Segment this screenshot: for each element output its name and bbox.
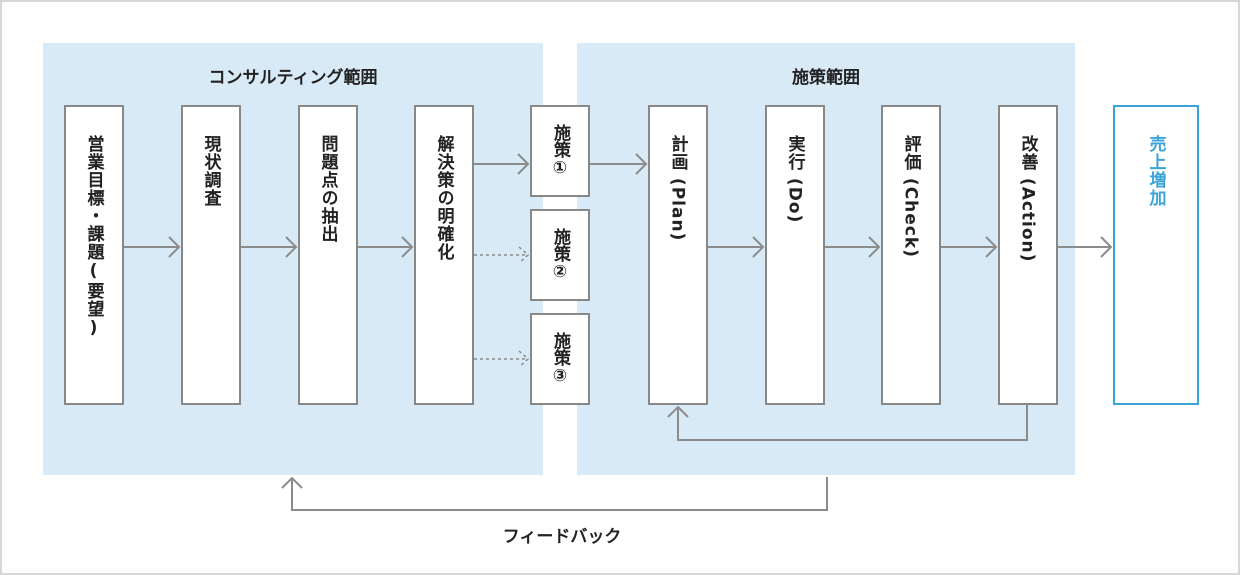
measure-1: 施策 ① [530, 105, 590, 197]
measure-2: 施策 ② [530, 209, 590, 301]
arrow-problem-to-solution [358, 236, 414, 258]
consulting-scope-title: コンサルティング範囲 [208, 68, 378, 88]
arrow-check-to-action [941, 236, 998, 258]
feedback-label: フィードバック [502, 527, 622, 547]
step-sales-goal: 営業目標・課題(要望) [64, 105, 124, 405]
step-current-survey-label: 現状調査 [200, 135, 221, 207]
measure-3: 施策 ③ [530, 313, 590, 405]
arrow-survey-to-problem [241, 236, 298, 258]
arrow-solution-to-measure-2 [474, 246, 530, 264]
arrow-feedback-loop [281, 476, 828, 511]
pdca-do-label: 実行 (Do) [784, 135, 805, 224]
pdca-do: 実行 (Do) [765, 105, 825, 405]
pdca-check: 評価 (Check) [881, 105, 941, 405]
step-problem-extraction: 問題点の抽出 [298, 105, 358, 405]
arrow-action-to-result [1058, 236, 1113, 258]
measure-3-number: ③ [552, 366, 568, 386]
pdca-check-label: 評価 (Check) [900, 135, 921, 258]
step-current-survey: 現状調査 [181, 105, 241, 405]
arrow-measure-1-to-plan [590, 153, 648, 175]
arrow-solution-to-measure-1 [474, 153, 530, 175]
step-sales-goal-label: 営業目標・課題(要望) [83, 135, 104, 339]
pdca-plan: 計画 (Plan) [648, 105, 708, 405]
measure-2-name: 施策 [550, 228, 570, 262]
measure-scope-title: 施策範囲 [792, 68, 860, 88]
measure-2-number: ② [552, 262, 568, 282]
arrow-action-loop-to-plan [667, 405, 1028, 441]
arrow-goal-to-survey [124, 236, 181, 258]
result-sales-increase: 売上増加 [1113, 105, 1199, 405]
arrow-solution-to-measure-3 [474, 350, 530, 368]
step-solution-clarification: 解決策の明確化 [414, 105, 474, 405]
step-solution-clarification-label: 解決策の明確化 [433, 135, 454, 261]
measure-3-name: 施策 [550, 332, 570, 366]
result-sales-increase-label: 売上増加 [1145, 135, 1166, 207]
arrow-do-to-check [825, 236, 881, 258]
measure-1-number: ① [552, 158, 568, 178]
pdca-plan-label: 計画 (Plan) [667, 135, 688, 242]
pdca-action: 改善 (Action) [998, 105, 1058, 405]
pdca-action-label: 改善 (Action) [1017, 135, 1038, 263]
measure-1-name-1: 施策 [550, 124, 570, 158]
step-problem-extraction-label: 問題点の抽出 [317, 135, 338, 243]
arrow-plan-to-do [708, 236, 765, 258]
